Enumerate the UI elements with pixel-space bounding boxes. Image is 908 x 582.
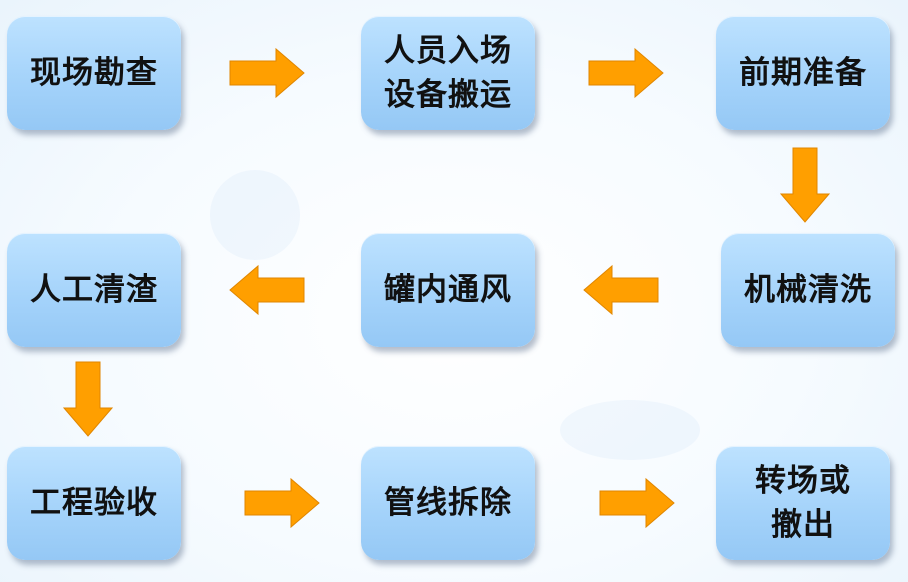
step-label: 管线拆除: [384, 485, 512, 521]
step-label: 现场勘查: [30, 55, 158, 91]
arrow-left-icon: [229, 264, 305, 316]
step-label: 前期准备: [739, 55, 867, 91]
step-box-site-survey: 现场勘查: [7, 16, 181, 130]
step-box-personnel-equipment: 人员入场 设备搬运: [361, 16, 535, 130]
step-box-relocation-withdrawal: 转场或 撤出: [716, 446, 890, 560]
step-label: 转场或 撤出: [755, 463, 851, 543]
arrow-right-icon: [244, 477, 320, 529]
arrow-right-icon: [588, 47, 664, 99]
step-box-manual-slag-removal: 人工清渣: [7, 233, 181, 347]
step-label: 机械清洗: [744, 272, 872, 308]
step-box-pipeline-dismantling: 管线拆除: [361, 446, 535, 560]
background-decoration: [210, 170, 300, 260]
step-label: 罐内通风: [384, 272, 512, 308]
arrow-left-icon: [583, 264, 659, 316]
step-box-preparation: 前期准备: [716, 16, 890, 130]
arrow-right-icon: [229, 47, 305, 99]
arrow-down-icon: [62, 361, 114, 437]
step-box-tank-ventilation: 罐内通风: [361, 233, 535, 347]
arrow-right-icon: [599, 477, 675, 529]
step-label: 人工清渣: [30, 272, 158, 308]
step-label: 人员入场 设备搬运: [384, 33, 512, 113]
step-label: 工程验收: [30, 485, 158, 521]
arrow-down-icon: [779, 147, 831, 223]
step-box-mechanical-cleaning: 机械清洗: [721, 233, 895, 347]
background-decoration: [560, 400, 700, 460]
step-box-acceptance: 工程验收: [7, 446, 181, 560]
